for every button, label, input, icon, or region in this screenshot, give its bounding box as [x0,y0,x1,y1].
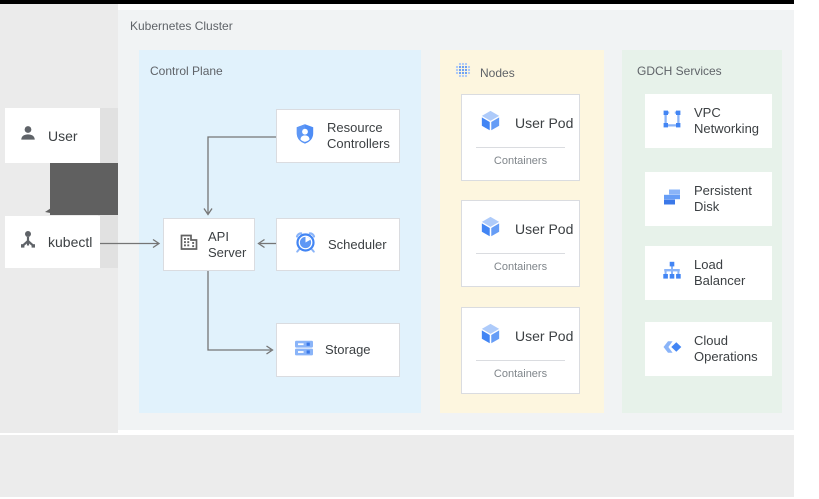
nodes-header: Nodes [455,62,515,83]
control-plane-label: Control Plane [150,64,223,78]
vpc-networking-icon [661,108,683,135]
cloud-operations-label: Cloud Operations [694,333,758,364]
gdch-services-label: GDCH Services [637,64,722,78]
nodes-label: Nodes [480,65,515,80]
kubectl-label: kubectl [48,234,93,250]
load-balancer-box: Load Balancer [645,246,772,300]
resource-controllers-label: Resource Controllers [327,120,390,151]
persistent-disk-icon [661,186,683,213]
persistent-disk-label: Persistent Disk [694,183,752,214]
scheduler-label: Scheduler [328,236,387,252]
cloud-operations-icon [661,336,683,363]
load-balancer-icon [661,260,683,287]
bottom-gray-strip [0,435,794,497]
vpc-networking-label: VPC Networking [694,105,760,136]
server-rack-icon [292,336,316,365]
vpc-networking-box: VPC Networking [645,94,772,148]
api-server-box: API Server [163,218,255,271]
top-black-bar [0,0,794,4]
alarm-clock-icon [292,229,319,261]
load-balancer-label: Load Balancer [694,257,746,288]
resource-controllers-box: Resource Controllers [276,109,400,163]
user-box: User [5,108,100,163]
containers-label: Containers [493,155,548,167]
cube-icon [478,108,503,138]
persistent-disk-box: Persistent Disk [645,172,772,226]
storage-box: Storage [276,323,400,377]
actor-column-shadow [98,108,118,268]
shield-person-icon [292,121,318,152]
dot-grid-icon [455,62,471,83]
user-pod-box: User Pod Containers [461,200,580,287]
kubectl-box: kubectl [5,216,100,268]
api-server-label: API Server [208,228,247,260]
user-pod-label: User Pod [515,328,574,344]
user-icon [18,123,38,148]
containers-label: Containers [493,261,548,273]
user-pod-box: User Pod Containers [461,307,580,394]
building-icon [177,230,201,259]
cube-icon [478,321,503,351]
pod-divider [476,147,565,148]
storage-label: Storage [325,342,371,357]
containers-label: Containers [493,368,548,380]
kubectl-icon [16,228,40,257]
scheduler-box: Scheduler [276,218,400,271]
cloud-operations-box: Cloud Operations [645,322,772,376]
cube-icon [478,214,503,244]
user-pod-label: User Pod [515,221,574,237]
user-pod-box: User Pod Containers [461,94,580,181]
kubernetes-cluster-label: Kubernetes Cluster [130,19,233,33]
user-label: User [48,127,78,144]
pod-divider [476,360,565,361]
pod-divider [476,253,565,254]
user-pod-label: User Pod [515,115,574,131]
